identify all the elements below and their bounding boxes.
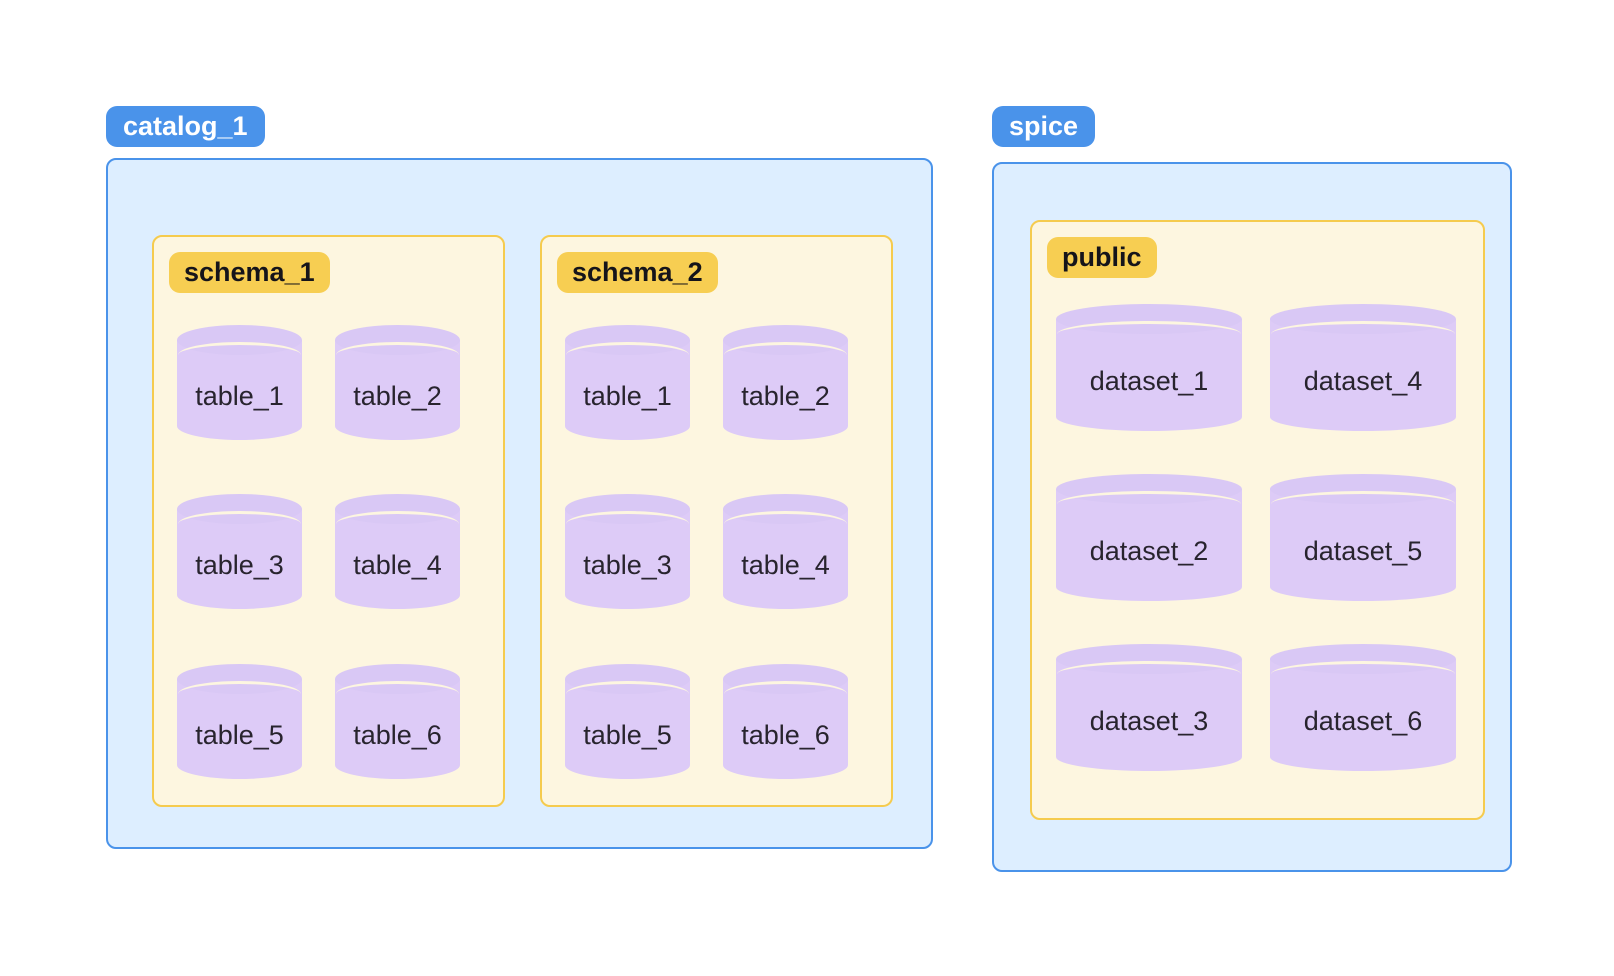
database-cylinder-icon[interactable]: table_5 xyxy=(565,664,690,779)
cylinder-label: table_5 xyxy=(583,720,672,750)
cylinder-label: table_6 xyxy=(741,720,830,750)
cylinder-seam-line xyxy=(336,681,459,707)
database-cylinder-icon[interactable]: table_1 xyxy=(177,325,302,440)
cylinder-seam-line xyxy=(1057,321,1241,347)
cylinder-seam-line xyxy=(724,681,847,707)
cylinder-seam-line xyxy=(178,511,301,537)
cylinder-seam-line xyxy=(724,511,847,537)
schema-panel-schema_2[interactable]: schema_2 table_1 table_2 table_3 table_4 xyxy=(540,235,893,807)
cylinder-seam-line xyxy=(178,342,301,368)
cylinder-label: table_6 xyxy=(353,720,442,750)
cylinder-label: table_2 xyxy=(353,381,442,411)
cylinder-seam-line xyxy=(1057,661,1241,687)
catalog-container-spice[interactable]: public dataset_1 dataset_2 dataset_3 dat… xyxy=(992,162,1512,872)
database-cylinder-icon[interactable]: table_4 xyxy=(335,494,460,609)
database-cylinder-icon[interactable]: table_2 xyxy=(723,325,848,440)
cylinder-label: dataset_3 xyxy=(1089,706,1209,736)
database-cylinder-icon[interactable]: dataset_3 xyxy=(1056,644,1242,771)
database-cylinder-icon[interactable]: table_3 xyxy=(565,494,690,609)
cylinder-seam-line xyxy=(724,342,847,368)
cylinder-seam-line xyxy=(1057,491,1241,517)
cylinder-seam-line xyxy=(1271,661,1455,687)
cylinder-seam-line xyxy=(336,511,459,537)
cylinder-seam-line xyxy=(1271,321,1455,347)
cylinder-seam-line xyxy=(336,342,459,368)
database-cylinder-icon[interactable]: table_6 xyxy=(335,664,460,779)
catalog-badge-spice[interactable]: spice xyxy=(992,106,1096,147)
cylinder-label: table_5 xyxy=(195,720,284,750)
catalog-badge-catalog_1[interactable]: catalog_1 xyxy=(106,106,265,147)
database-cylinder-icon[interactable]: table_5 xyxy=(177,664,302,779)
cylinder-label: table_4 xyxy=(741,550,830,580)
cylinder-seam-line xyxy=(566,681,689,707)
schema-badge-public[interactable]: public xyxy=(1047,237,1157,278)
database-cylinder-icon[interactable]: table_3 xyxy=(177,494,302,609)
cylinder-label: dataset_5 xyxy=(1303,536,1423,566)
catalog-container-catalog_1[interactable]: schema_1 table_1 table_2 table_3 table_4 xyxy=(106,158,933,849)
cylinder-label: table_1 xyxy=(583,381,672,411)
schema-badge-schema_2[interactable]: schema_2 xyxy=(557,252,718,293)
database-cylinder-icon[interactable]: dataset_2 xyxy=(1056,474,1242,601)
database-cylinder-icon[interactable]: table_1 xyxy=(565,325,690,440)
cylinder-label: dataset_1 xyxy=(1089,366,1209,396)
cylinder-label: table_3 xyxy=(583,550,672,580)
cylinder-label: table_4 xyxy=(353,550,442,580)
database-cylinder-icon[interactable]: dataset_1 xyxy=(1056,304,1242,431)
cylinder-label: table_1 xyxy=(195,381,284,411)
database-cylinder-icon[interactable]: dataset_5 xyxy=(1270,474,1456,601)
cylinder-seam-line xyxy=(566,511,689,537)
database-cylinder-icon[interactable]: table_6 xyxy=(723,664,848,779)
schema-panel-schema_1[interactable]: schema_1 table_1 table_2 table_3 table_4 xyxy=(152,235,505,807)
database-cylinder-icon[interactable]: dataset_6 xyxy=(1270,644,1456,771)
cylinder-seam-line xyxy=(566,342,689,368)
cylinder-label: table_2 xyxy=(741,381,830,411)
database-cylinder-icon[interactable]: table_4 xyxy=(723,494,848,609)
cylinder-seam-line xyxy=(178,681,301,707)
schema-panel-public[interactable]: public dataset_1 dataset_2 dataset_3 dat… xyxy=(1030,220,1485,820)
cylinder-label: dataset_6 xyxy=(1303,706,1423,736)
database-cylinder-icon[interactable]: table_2 xyxy=(335,325,460,440)
cylinder-label: dataset_4 xyxy=(1303,366,1423,396)
database-cylinder-icon[interactable]: dataset_4 xyxy=(1270,304,1456,431)
schema-badge-schema_1[interactable]: schema_1 xyxy=(169,252,330,293)
cylinder-label: table_3 xyxy=(195,550,284,580)
cylinder-seam-line xyxy=(1271,491,1455,517)
cylinder-label: dataset_2 xyxy=(1089,536,1209,566)
